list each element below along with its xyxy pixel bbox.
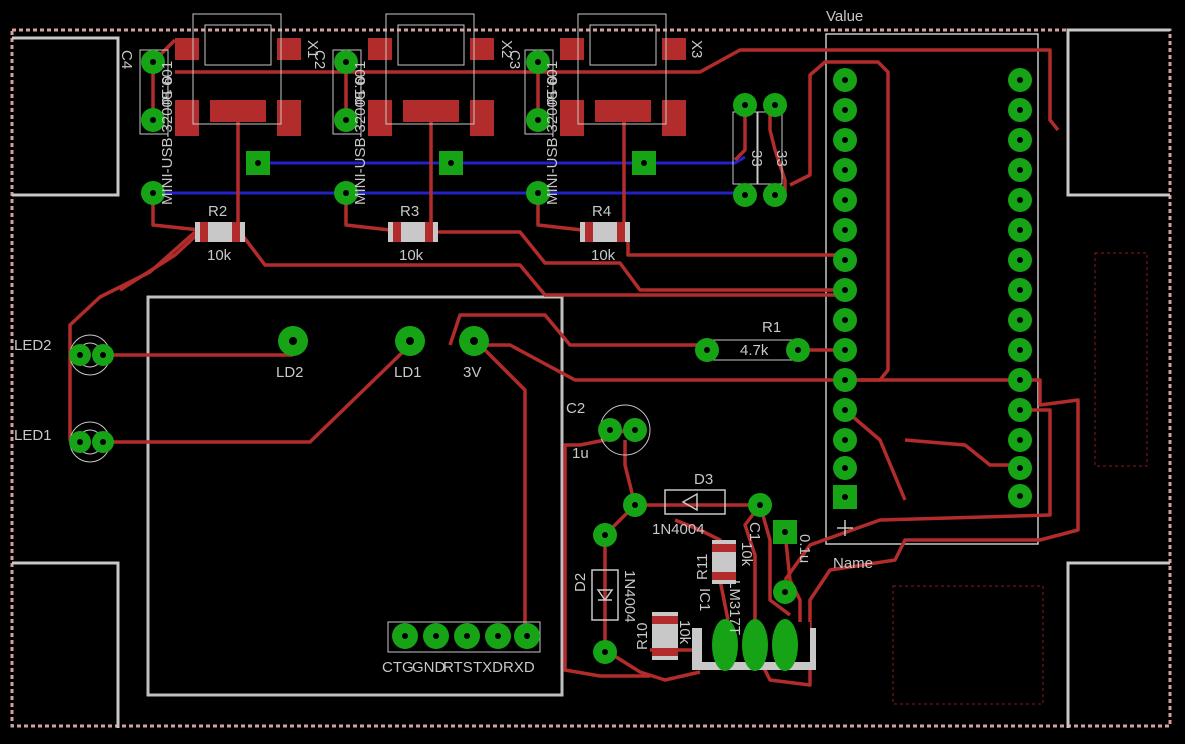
label-r2: R2: [208, 203, 227, 220]
usb-connector-x2: [368, 13, 494, 136]
label-c2: C2: [566, 400, 585, 417]
header-outline: [387, 621, 541, 653]
label-ic1-val: LM317T: [726, 580, 743, 635]
label-x3: X3: [688, 40, 705, 58]
label-r2-val: 10k: [207, 247, 232, 264]
label-c2-small: C2: [311, 50, 328, 69]
label-usb-2: MINI-USB-32005-601: [352, 61, 369, 205]
diodes: [591, 489, 726, 621]
label-r33-b: 33: [773, 150, 790, 167]
usb-connector-x3: [560, 13, 686, 136]
label-cap-2: 0.1u: [351, 76, 368, 105]
label-c4: C4: [118, 50, 135, 69]
smd-resistors: [195, 222, 736, 660]
label-c1-val: 0.1u: [796, 534, 813, 563]
label-ld1: LD1: [394, 364, 422, 381]
label-r10-val: 10k: [676, 620, 693, 645]
label-x2: X2: [498, 40, 515, 58]
label-c3: C3: [506, 50, 523, 69]
header-label-gnd: GND: [412, 659, 446, 676]
keepout-1: [1094, 252, 1148, 467]
label-cap-3: 0.1u: [543, 76, 560, 105]
label-c1: C1: [746, 522, 763, 541]
label-r3: R3: [400, 203, 419, 220]
label-usb-1: MINI-USB-32005-601: [159, 61, 176, 205]
mcu-outline: [825, 33, 1039, 545]
label-r11-val: 10k: [738, 542, 755, 567]
label-cap-1: 0.1u: [158, 76, 175, 105]
header-label-txd: TXD: [473, 659, 503, 676]
label-r1-val: 4.7k: [740, 342, 769, 359]
label-usb-3: MINI-USB-32005-601: [544, 61, 561, 205]
header-label-ctg: CTG: [382, 659, 414, 676]
label-ic1: IC1: [696, 588, 713, 611]
label-r1: R1: [762, 319, 781, 336]
header-label-rxd: RXD: [503, 659, 535, 676]
blue-traces: [153, 155, 746, 195]
usb-connector-x1: [175, 13, 301, 136]
label-d3: D3: [694, 471, 713, 488]
label-3v: 3V: [463, 364, 481, 381]
label-r3-val: 10k: [399, 247, 424, 264]
board-outline: [10, 28, 1172, 728]
label-r10: R10: [634, 622, 651, 650]
label-ld2: LD2: [276, 364, 304, 381]
keepout-2: [892, 585, 1044, 705]
label-r4-val: 10k: [591, 247, 616, 264]
label-d2: D2: [572, 573, 589, 592]
label-r4: R4: [592, 203, 611, 220]
mcu-pads: [833, 68, 1032, 509]
label-value: Value: [826, 8, 863, 25]
label-x1: X1: [304, 40, 321, 58]
header-label-rts: RTS: [443, 659, 473, 676]
label-led2: LED2: [14, 337, 52, 354]
label-r33-a: 33: [748, 150, 765, 167]
label-led1: LED1: [14, 427, 52, 444]
module-outline: [146, 295, 564, 697]
plus-icon: [837, 520, 853, 536]
label-c2-val: 1u: [572, 445, 589, 462]
label-d2-val: 1N4004: [621, 570, 638, 623]
label-name: Name: [833, 555, 873, 572]
label-r11: R11: [694, 554, 711, 580]
label-d3-val: 1N4004: [652, 521, 705, 538]
corner-cutouts: [12, 28, 1170, 728]
drill-holes: [77, 59, 1023, 655]
